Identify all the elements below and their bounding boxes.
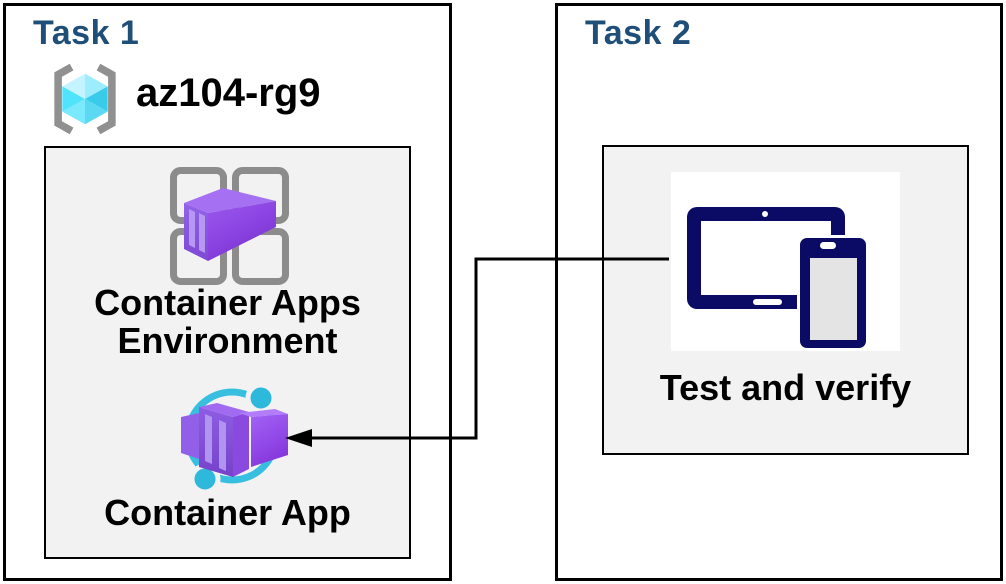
phone	[797, 235, 869, 351]
container-app-label: Container App	[104, 492, 351, 533]
task2-panel: Task 2	[555, 3, 1003, 581]
container-cube	[184, 188, 276, 261]
task1-title: Task 1	[33, 14, 140, 52]
device-card	[671, 172, 900, 351]
container-boxes	[181, 403, 288, 477]
test-and-verify-label: Test and verify	[659, 367, 912, 408]
environment-label-line1: Container Apps	[94, 282, 361, 323]
container-app-icon	[175, 379, 293, 491]
task1-panel: Task 1 az104-rg9	[3, 3, 452, 581]
tablet-and-phone-icon	[671, 172, 900, 351]
task1-inner-box: Container Apps Environment	[44, 146, 411, 559]
environment-label-line2: Environment	[117, 320, 338, 361]
resource-group-icon	[43, 60, 127, 138]
task2-title: Task 2	[585, 14, 692, 52]
container-apps-environment-icon	[168, 165, 291, 287]
resource-group-name: az104-rg9	[136, 71, 321, 115]
environment-label: Container Apps Environment	[46, 284, 409, 360]
task2-inner-box: Test and verify	[602, 145, 969, 455]
